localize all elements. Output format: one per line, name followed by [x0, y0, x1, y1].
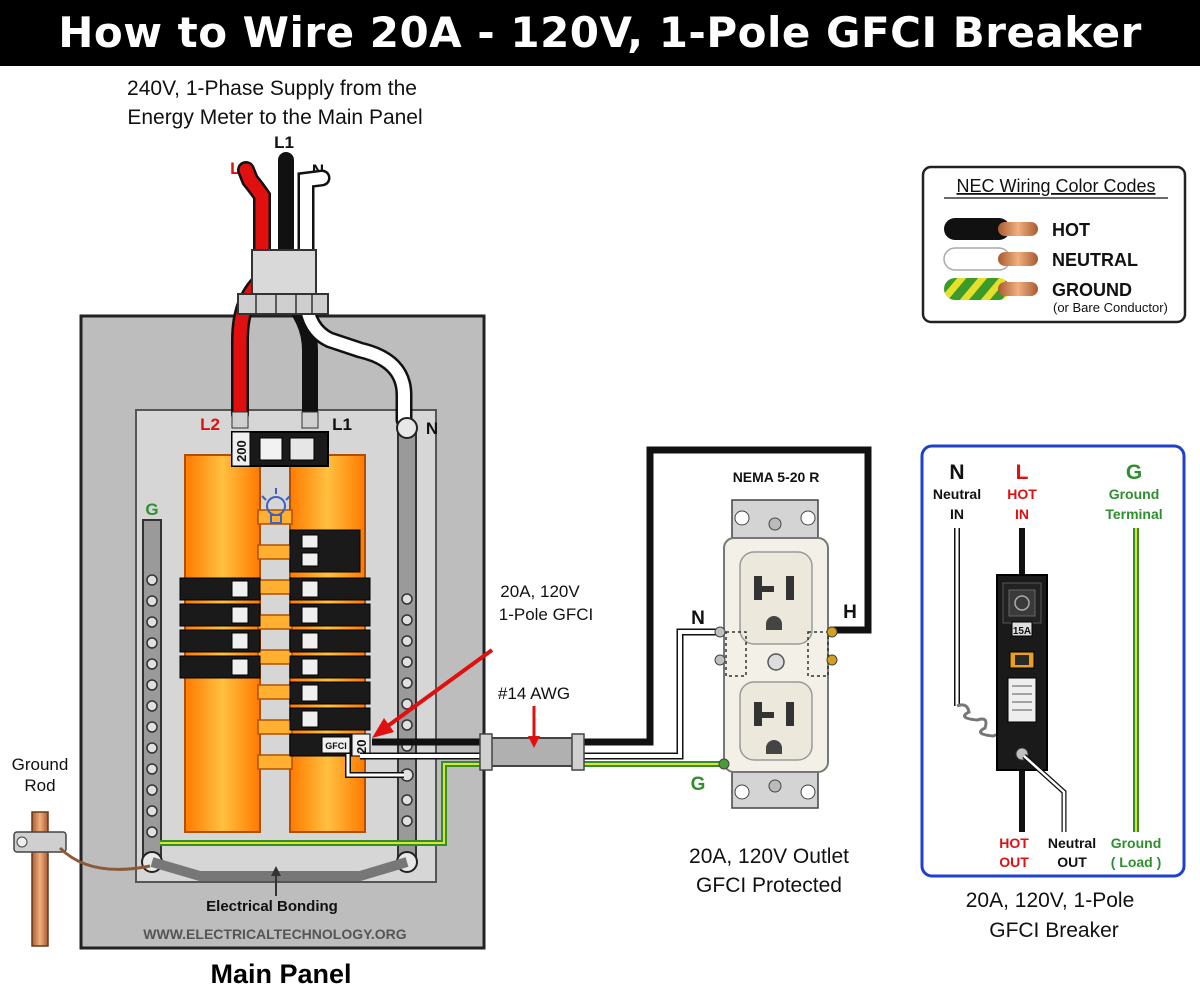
detail-caption-line2: GFCI Breaker [989, 919, 1119, 942]
ground-bar-screws [146, 574, 158, 838]
legend-hot: HOT [1052, 220, 1090, 240]
detail-breaker-rating: 15A [1013, 626, 1031, 637]
detail-label-l: L [1016, 461, 1029, 484]
branch-hot-wire [372, 446, 872, 746]
outlet-label-h: H [843, 602, 857, 623]
legend-ground-note: (or Bare Conductor) [1053, 300, 1168, 315]
panel-gfci-tag: GFCI [325, 741, 347, 751]
detail-hot-out-1: HOT [999, 835, 1029, 851]
legend-neutral: NEUTRAL [1052, 250, 1138, 270]
breaker-detail-box [920, 444, 1186, 878]
detail-gfci-breaker[interactable] [996, 574, 1048, 771]
lightbulb-icon [261, 488, 291, 524]
detail-ground-term-2: Terminal [1105, 506, 1162, 522]
bonding-label: Electrical Bonding [206, 898, 338, 915]
detail-hot-out-2: OUT [999, 854, 1029, 870]
hot-wire-swatch [944, 218, 1038, 240]
panel-label-l1: L1 [332, 415, 352, 434]
panel-label-g: G [145, 500, 158, 519]
detail-hot-in-1: HOT [1007, 486, 1037, 502]
cable-connector [251, 249, 317, 297]
outlet-receptacle[interactable] [714, 499, 838, 809]
ground-rod-label-line1: Ground [12, 755, 69, 774]
outlet-nema-label: NEMA 5-20 R [733, 469, 820, 485]
supply-label-l1: L1 [274, 133, 294, 152]
outlet-caption-line1: 20A, 120V Outlet [689, 845, 849, 868]
gfci-callout-line1: 20A, 120V [500, 582, 580, 601]
branch-breakers [179, 529, 371, 731]
supply-caption-line1: 240V, 1-Phase Supply from the [127, 77, 417, 100]
supply-caption-line2: Energy Meter to the Main Panel [127, 106, 422, 129]
detail-neutral-out-1: Neutral [1048, 835, 1096, 851]
detail-ground-load-1: Ground [1111, 835, 1162, 851]
outlet-label-n: N [691, 608, 705, 629]
detail-label-g: G [1126, 461, 1142, 484]
nec-legend-title: NEC Wiring Color Codes [956, 176, 1155, 196]
detail-neutral-in-1: Neutral [933, 486, 981, 502]
outlet-caption-line2: GFCI Protected [696, 874, 842, 897]
website-label: WWW.ELECTRICALTECHNOLOGY.ORG [143, 926, 406, 942]
awg-label: #14 AWG [498, 684, 570, 703]
detail-neutral-in-2: IN [950, 506, 964, 522]
panel-label-l2: L2 [200, 415, 220, 434]
gfci-callout-arrow [383, 648, 494, 730]
gfci-callout-line2: 1-Pole GFCI [499, 605, 593, 624]
ground-electrode-conductor [58, 846, 151, 871]
main-breaker-rating: 200 [234, 440, 249, 462]
detail-hot-in-2: IN [1015, 506, 1029, 522]
neutral-terminal-top [396, 417, 418, 439]
panel-gfci-rating: 20 [354, 740, 369, 754]
main-panel-caption: Main Panel [210, 959, 351, 989]
detail-ground-load-2: ( Load ) [1111, 854, 1162, 870]
detail-ground-term-1: Ground [1109, 486, 1160, 502]
legend-ground: GROUND [1052, 280, 1132, 300]
neutral-wire-swatch [943, 247, 1038, 271]
page-title: How to Wire 20A - 120V, 1-Pole GFCI Brea… [0, 0, 1200, 66]
detail-label-n: N [949, 461, 964, 484]
detail-neutral-out-2: OUT [1057, 854, 1087, 870]
ground-rod-label-line2: Rod [24, 776, 55, 795]
outlet-label-g: G [691, 774, 706, 795]
detail-caption-line1: 20A, 120V, 1-Pole [966, 889, 1135, 912]
panel-label-n: N [426, 419, 438, 438]
ground-wire-swatch [944, 278, 1038, 300]
